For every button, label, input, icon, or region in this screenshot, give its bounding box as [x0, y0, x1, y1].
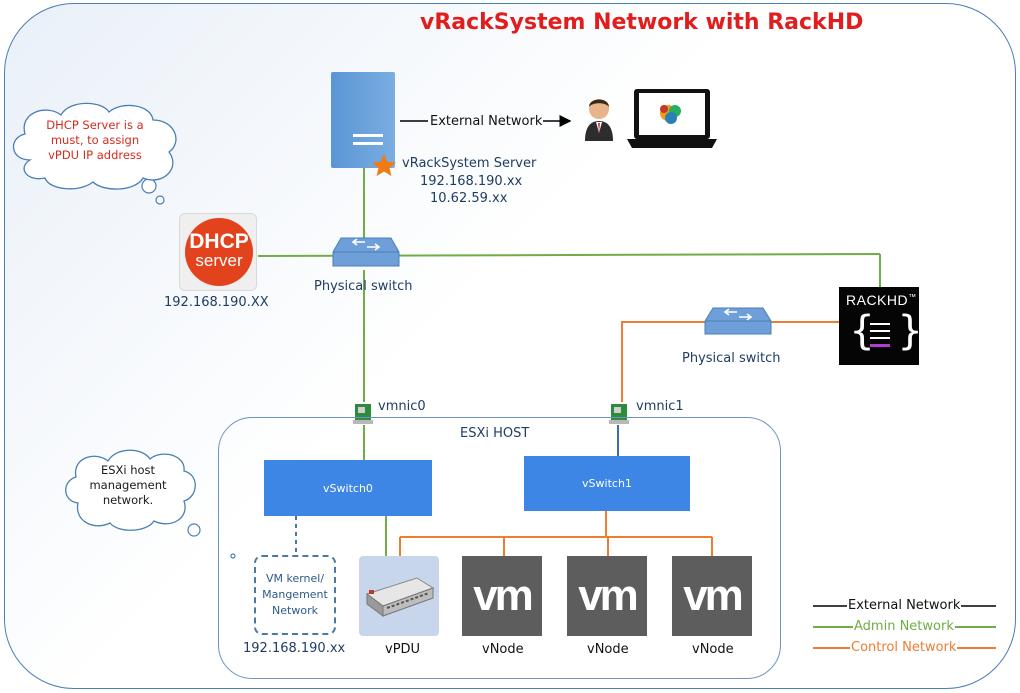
dhcp-logo-line2: server — [195, 251, 243, 270]
nic-card-icon — [353, 404, 373, 424]
physical-switch-icon — [704, 307, 772, 335]
vnode-label: vNode — [587, 642, 629, 657]
dhcp-logo-line1: DHCP — [189, 230, 249, 253]
vswitch1-label: vSwitch1 — [582, 477, 632, 490]
external-network-label: External Network — [430, 114, 543, 129]
vswitch1-box: vSwitch1 — [524, 456, 690, 511]
esxi-host-label: ESXi HOST — [460, 426, 530, 441]
vm-kernel-label: VM kernel/ Mangement Network — [262, 572, 328, 617]
legend-admin: Admin Network — [853, 619, 955, 634]
vswitch0-label: vSwitch0 — [323, 481, 373, 495]
diagram-title: vRackSystem Network with RackHD — [420, 10, 864, 35]
esxi-thought-cloud: ESXi host management network. — [58, 443, 198, 531]
nic-card-icon — [609, 404, 629, 424]
vpdu-icon — [359, 556, 439, 636]
vnode-vm-icon: vm — [672, 556, 752, 636]
rackhd-logo-text: RACKHD — [846, 292, 909, 308]
vmnic1-label: vmnic1 — [636, 399, 684, 414]
esxi-cloud-text: ESXi host management network. — [89, 463, 167, 507]
vpdu-label: vPDU — [385, 642, 421, 657]
pdu-device-icon — [365, 577, 435, 617]
server-ip-1: 192.168.190.xx — [420, 174, 523, 189]
server-name: vRackSystem Server — [402, 156, 537, 171]
user-icon — [585, 99, 613, 141]
vnode-vm-icon: vm — [567, 556, 647, 636]
vnode-label: vNode — [692, 642, 734, 657]
dhcp-server-icon: DHCP server — [179, 213, 257, 291]
laptop-icon — [627, 89, 717, 148]
physical-switch-icon — [332, 237, 400, 267]
server-ip-2: 10.62.59.xx — [430, 191, 508, 206]
server-tower-icon — [331, 72, 395, 168]
vm-logo-text: vm — [473, 571, 534, 620]
physical-switch-2-label: Physical switch — [682, 351, 781, 366]
control-line-switch2-vmnic1 — [621, 321, 705, 402]
dhcp-cloud-text: DHCP Server is a must, to assign vPDU IP… — [46, 118, 144, 162]
vnode-vm-icon: vm — [462, 556, 542, 636]
esxi-host-container — [218, 417, 781, 679]
dhcp-logo: DHCP server — [185, 218, 253, 286]
dhcp-thought-cloud: DHCP Server is a must, to assign vPDU IP… — [5, 98, 187, 190]
vm-kernel-ip: 192.168.190.xx — [243, 641, 346, 656]
vm-logo-text: vm — [683, 571, 744, 620]
dhcp-ip: 192.168.190.XX — [164, 295, 269, 310]
star-icon — [372, 154, 396, 176]
cloud-shape — [12, 102, 177, 190]
legend-external: External Network — [847, 598, 962, 613]
vm-kernel-box: VM kernel/ Mangement Network — [254, 555, 336, 635]
rackhd-tm: ™ — [908, 292, 917, 302]
cloud-dot-2 — [155, 195, 165, 205]
vnode-label: vNode — [482, 642, 524, 657]
cloud-dot-3 — [187, 523, 201, 537]
vm-logo-text: vm — [578, 571, 639, 620]
cloud-shape — [65, 449, 196, 531]
vswitch0-box: vSwitch0 — [264, 460, 432, 516]
cloud-dot-4 — [230, 553, 236, 559]
rackhd-logo: RACKHD™ { } — [839, 287, 922, 365]
vmnic0-label: vmnic0 — [378, 399, 426, 414]
legend-control: Control Network — [850, 640, 958, 655]
physical-switch-1-label: Physical switch — [314, 279, 413, 294]
